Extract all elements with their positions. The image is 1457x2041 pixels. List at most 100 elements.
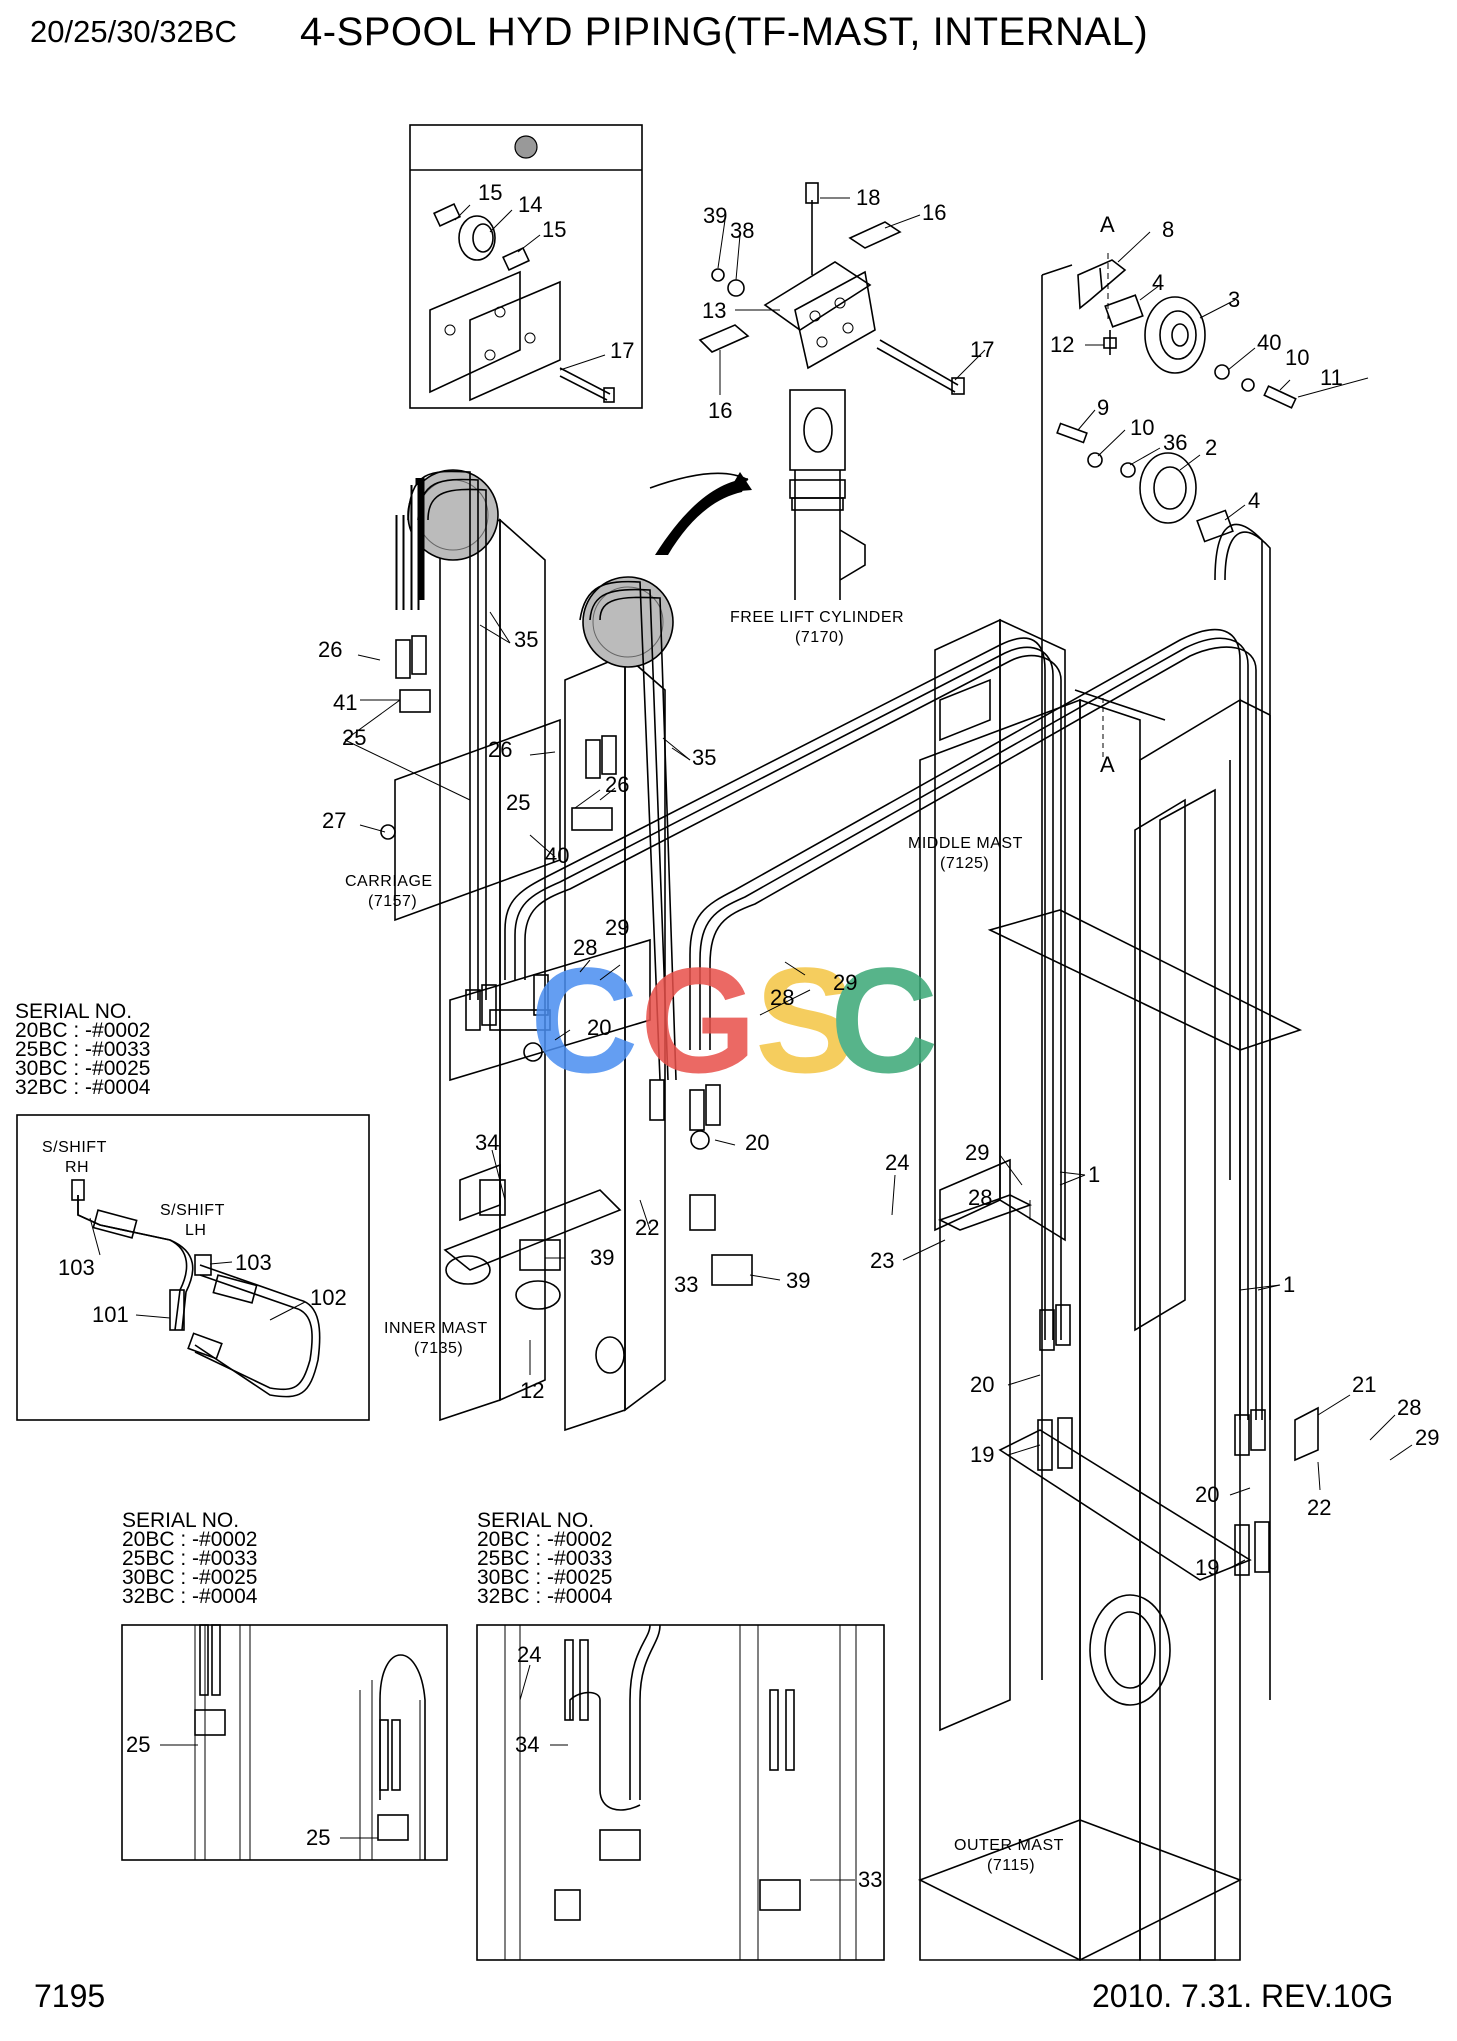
callout-26: 26 xyxy=(488,737,512,762)
callout-28: 28 xyxy=(1397,1395,1421,1420)
revision-date: 2010. 7.31. REV.10G xyxy=(1092,1978,1394,2014)
watermark-letter-1: C xyxy=(530,936,638,1104)
serial-line: 32BC : -#0004 xyxy=(15,1076,151,1099)
caption-free-lift-cylinder: FREE LIFT CYLINDER xyxy=(730,609,904,626)
caption-sideshift-rh-sub: RH xyxy=(65,1159,89,1176)
sideshift-inset xyxy=(16,1114,370,1421)
callout-16: 16 xyxy=(708,398,732,423)
serial-heading: SERIAL NO. xyxy=(477,1509,594,1532)
view-mark-bottom: A xyxy=(1100,752,1115,777)
callout-24: 24 xyxy=(885,1150,909,1175)
callout-20: 20 xyxy=(587,1015,611,1040)
callout-15: 15 xyxy=(478,180,502,205)
callout-40: 40 xyxy=(545,843,569,868)
callout-39: 39 xyxy=(786,1268,810,1293)
callout-27: 27 xyxy=(322,808,346,833)
serial-heading: SERIAL NO. xyxy=(15,1000,132,1023)
callout-20: 20 xyxy=(970,1372,994,1397)
serial-line: 32BC : -#0004 xyxy=(122,1585,258,1608)
caption-free-lift-cylinder-code: (7170) xyxy=(795,629,844,646)
part-callouts: 15 14 15 17 18 16 39 38 13 17 16 8 4 3 1… xyxy=(58,180,1439,1892)
serial-block-1: SERIAL NO. 20BC : -#0002 25BC : -#0033 3… xyxy=(15,1000,151,1099)
callout-21: 21 xyxy=(1352,1372,1376,1397)
callout-39: 39 xyxy=(703,203,727,228)
serial-line: 25BC : -#0033 xyxy=(122,1547,257,1570)
callout-22: 22 xyxy=(1307,1495,1331,1520)
callout-4: 4 xyxy=(1248,488,1260,513)
callout-26: 26 xyxy=(318,637,342,662)
caption-inner-mast-code: (7135) xyxy=(414,1340,463,1357)
bottom-inset-right xyxy=(476,1624,885,1961)
callout-20: 20 xyxy=(1195,1482,1219,1507)
callout-4: 4 xyxy=(1152,270,1164,295)
caption-sideshift-lh-sub: LH xyxy=(185,1222,206,1239)
outer-mast-frame xyxy=(918,264,1303,1961)
callout-103: 103 xyxy=(58,1255,95,1280)
callout-35: 35 xyxy=(692,745,716,770)
hydraulic-hoses xyxy=(395,470,1271,1420)
callout-39: 39 xyxy=(590,1245,614,1270)
callout-1: 1 xyxy=(1283,1272,1295,1297)
caption-carriage: CARRIAGE xyxy=(345,873,433,890)
callout-28: 28 xyxy=(770,985,794,1010)
middle-mast-frame xyxy=(934,618,1231,1332)
caption-middle-mast: MIDDLE MAST xyxy=(908,835,1023,852)
callout-38: 38 xyxy=(730,218,754,243)
fittings xyxy=(380,635,1319,1576)
callout-102: 102 xyxy=(310,1285,347,1310)
callout-33: 33 xyxy=(858,1867,882,1892)
watermark-letter-4: C xyxy=(830,936,938,1104)
serial-line: 25BC : -#0033 xyxy=(477,1547,612,1570)
callout-34: 34 xyxy=(475,1130,499,1155)
callout-29: 29 xyxy=(605,915,629,940)
callout-20: 20 xyxy=(745,1130,769,1155)
callout-24: 24 xyxy=(517,1642,541,1667)
callout-103: 103 xyxy=(235,1250,272,1275)
callout-28: 28 xyxy=(573,935,597,960)
callout-17: 17 xyxy=(970,337,994,362)
callout-36: 36 xyxy=(1163,430,1187,455)
callout-26: 26 xyxy=(605,772,629,797)
callout-25: 25 xyxy=(506,790,530,815)
callout-29: 29 xyxy=(1415,1425,1439,1450)
callout-11: 11 xyxy=(1320,365,1343,390)
callout-18: 18 xyxy=(856,185,880,210)
callout-8: 8 xyxy=(1162,217,1174,242)
bottom-inset-left xyxy=(121,1624,448,1861)
callout-2: 2 xyxy=(1205,435,1217,460)
callout-28: 28 xyxy=(968,1185,992,1210)
serial-line: 20BC : -#0002 xyxy=(122,1528,257,1551)
free-lift-cylinder-assembly xyxy=(649,182,965,600)
callout-22: 22 xyxy=(635,1215,659,1240)
callout-41: 41 xyxy=(333,690,357,715)
callout-12: 12 xyxy=(520,1378,544,1403)
page-title: 4-SPOOL HYD PIPING(TF-MAST, INTERNAL) xyxy=(300,10,1149,54)
serial-block-2: SERIAL NO. 20BC : -#0002 25BC : -#0033 3… xyxy=(122,1509,258,1608)
serial-line: 20BC : -#0002 xyxy=(15,1019,150,1042)
callout-1: 1 xyxy=(1088,1162,1100,1187)
callout-25: 25 xyxy=(342,725,366,750)
callout-101: 101 xyxy=(92,1302,129,1327)
callout-33: 33 xyxy=(674,1272,698,1297)
watermark: C G S C xyxy=(530,936,938,1104)
serial-line: 30BC : -#0025 xyxy=(15,1057,150,1080)
page-number: 7195 xyxy=(34,1978,106,2014)
caption-sideshift-lh: S/SHIFT xyxy=(160,1202,225,1219)
callout-3: 3 xyxy=(1228,287,1240,312)
serial-line: 30BC : -#0025 xyxy=(477,1566,612,1589)
callout-9: 9 xyxy=(1097,395,1109,420)
serial-line: 32BC : -#0004 xyxy=(477,1585,613,1608)
callout-13: 13 xyxy=(702,298,726,323)
watermark-letter-2: G xyxy=(640,936,757,1104)
callout-19: 19 xyxy=(1195,1555,1219,1580)
callout-12: 12 xyxy=(1050,332,1074,357)
serial-line: 30BC : -#0025 xyxy=(122,1566,257,1589)
callout-23: 23 xyxy=(870,1248,894,1273)
caption-outer-mast-code: (7115) xyxy=(987,1857,1035,1874)
callout-leaders xyxy=(89,197,1413,1881)
caption-middle-mast-code: (7125) xyxy=(940,855,989,872)
serial-heading: SERIAL NO. xyxy=(122,1509,239,1532)
callout-35: 35 xyxy=(514,627,538,652)
callout-25: 25 xyxy=(306,1825,330,1850)
